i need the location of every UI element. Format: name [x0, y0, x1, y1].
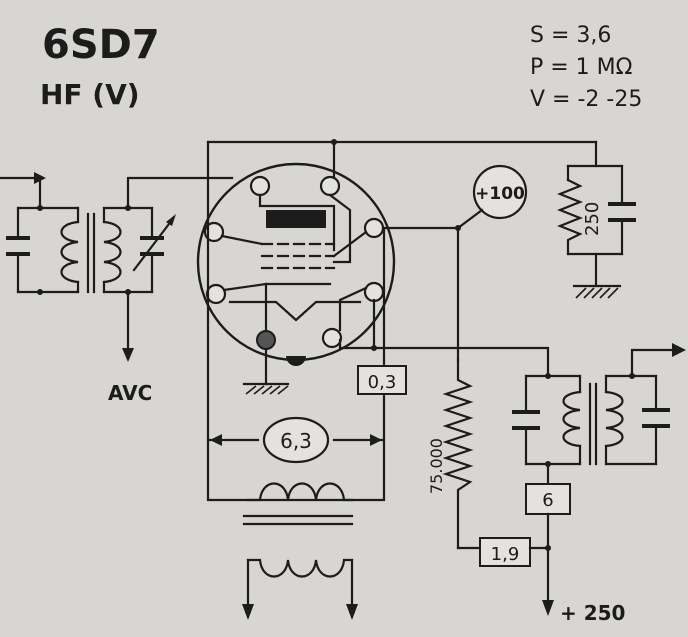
- output-transformer: [512, 343, 686, 467]
- screen-bypass-network: [557, 164, 636, 299]
- avc-label: AVC: [108, 381, 152, 405]
- tube-key: [286, 356, 306, 366]
- resistor-75000-label: 75.000: [427, 438, 446, 494]
- label-1-9: 1,9: [491, 544, 520, 565]
- box-0-3: [357, 365, 407, 395]
- heater-transformer: [242, 482, 358, 620]
- plus100-label: +100: [475, 184, 525, 204]
- spec-transconductance: S = 3,6: [530, 23, 611, 48]
- plus100-supply-node: [472, 164, 528, 220]
- tube-pin-4: [363, 217, 385, 239]
- cathode-ground-icon: [245, 385, 289, 395]
- tube-pin-2: [319, 175, 341, 197]
- avc-arrow-icon: [122, 348, 134, 362]
- supply-arrow-icon: [542, 600, 554, 616]
- heater-lead-left-arrow-icon: [242, 604, 254, 620]
- tube-pin-3: [203, 221, 225, 243]
- spec-resistance: P = 1 MΩ: [530, 55, 632, 80]
- heater-lead-right-arrow-icon: [346, 604, 358, 620]
- tube-subtitle: HF (V): [40, 78, 140, 111]
- box-1-9: [479, 537, 531, 567]
- input-transformer: [0, 172, 234, 362]
- tube-anode: [266, 210, 326, 228]
- variable-capacitor-arrow-icon: [166, 214, 176, 226]
- heater-voltage-label: 6,3: [280, 429, 312, 453]
- supply-250-label: + 250: [560, 601, 625, 625]
- heater-voltage-node: [262, 416, 330, 464]
- tube-pin-6: [363, 281, 385, 303]
- spec-voltage: V = -2 -25: [530, 87, 642, 112]
- tube-title: 6SD7: [42, 22, 160, 68]
- tube-pin-1: [249, 175, 271, 197]
- box-6: [525, 483, 571, 515]
- screen-ground-icon: [575, 287, 619, 299]
- output-arrow-icon: [672, 343, 686, 357]
- label-0-3: 0,3: [368, 372, 397, 393]
- label-6: 6: [542, 490, 553, 511]
- tube-pin-8: [256, 330, 276, 350]
- tube-pin-7: [321, 327, 343, 349]
- resistor-250-label: 250: [582, 202, 603, 236]
- tube-pin-5: [205, 283, 227, 305]
- tube-envelope: [196, 162, 396, 366]
